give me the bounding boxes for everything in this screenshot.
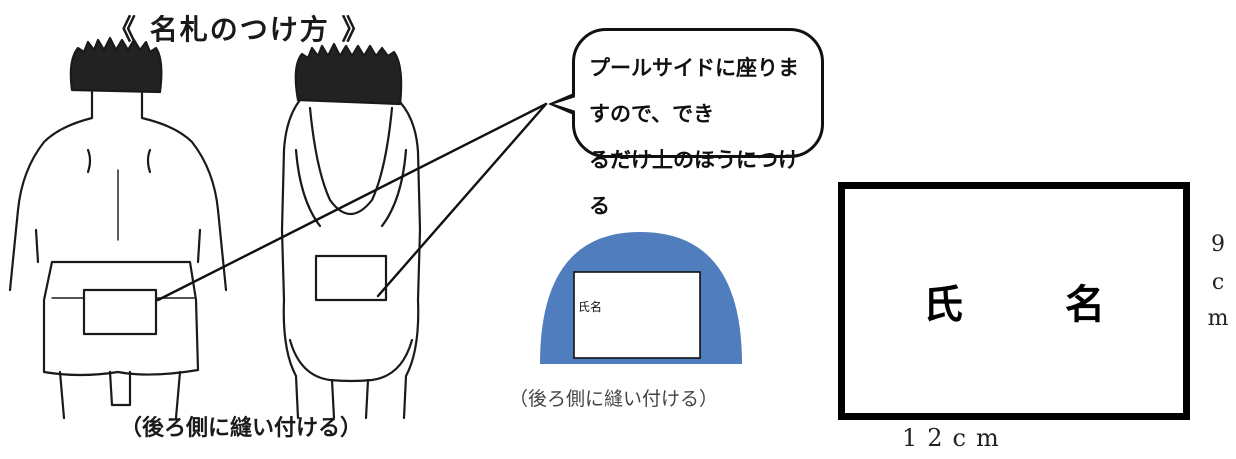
tag-sample-diagram [540, 232, 742, 364]
callout-bubble: プールサイドに座りますので、でき るだけ上のほうにつける [572, 28, 824, 218]
illustration-caption: （後ろ側に縫い付ける） [120, 416, 363, 441]
page-title: 《 名札のつけ方 》 [108, 13, 372, 46]
dim-height-unit-c: c [1211, 270, 1225, 295]
dim-height-digit: 9 [1211, 232, 1225, 257]
boy-body [8, 90, 228, 420]
dim-height-unit-m: m [1207, 306, 1229, 331]
callout-line-1: プールサイドに座りますので、でき [589, 56, 799, 126]
girl-body [280, 98, 422, 420]
callout-line-2: るだけ上のほうにつける [589, 148, 799, 218]
callout-text: プールサイドに座りますので、でき るだけ上のほうにつける [589, 45, 811, 229]
dim-width-label: 12cm [902, 424, 1009, 452]
big-nametag-box [838, 182, 1190, 420]
tag-sample-card [573, 271, 701, 359]
pointer-lines [156, 102, 548, 302]
big-nametag-label: 氏 名 [923, 282, 1149, 328]
boy-hair [69, 36, 163, 94]
girl-hair [294, 42, 403, 106]
tag-sample-label: 氏名 [578, 300, 603, 314]
tag-sample-caption: （後ろ側に縫い付ける） [509, 388, 719, 410]
callout-tail-fill [554, 97, 576, 111]
